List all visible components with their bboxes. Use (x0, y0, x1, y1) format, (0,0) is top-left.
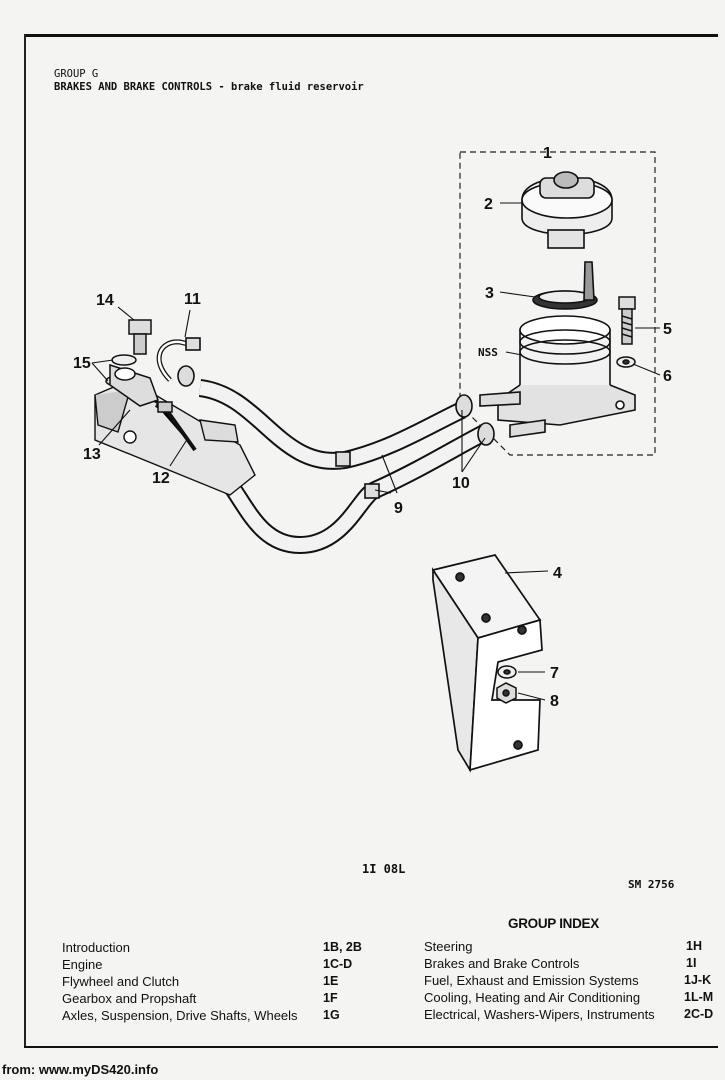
mounting-bracket (431, 554, 543, 773)
group-label: GROUP G (54, 68, 99, 80)
index-item-label: Gearbox and Propshaft (62, 991, 197, 1006)
index-item-code: 1E (323, 974, 339, 988)
master-cylinder-area (94, 379, 256, 496)
frame-bottom-rule (24, 1046, 718, 1048)
index-item-label: Steering (424, 939, 473, 954)
callout-12: 12 (152, 470, 170, 487)
callout-11: 11 (184, 291, 201, 308)
callout-13: 13 (83, 446, 101, 463)
index-item-code: 1J-K (684, 973, 712, 987)
callout-4: 4 (553, 565, 562, 582)
index-item-label: Introduction (62, 940, 130, 955)
exploded-diagram: 1 2 3 4 5 6 7 8 9 10 11 12 13 14 15 NSS (73, 145, 672, 773)
index-item-code: 1F (323, 991, 338, 1005)
index-item-code: 1I (686, 956, 697, 970)
section-title: BRAKES AND BRAKE CONTROLS - brake fluid … (54, 81, 364, 93)
index-item-label: Fuel, Exhaust and Emission Systems (424, 973, 639, 988)
leader-lines (91, 202, 661, 701)
hoses (196, 379, 491, 555)
index-item-label: Flywheel and Clutch (62, 974, 180, 989)
index-item-label: Engine (62, 957, 103, 972)
assembly-dashed-box (459, 151, 656, 456)
index-item-label: Axles, Suspension, Drive Shafts, Wheels (62, 1008, 298, 1023)
index-item-label: Electrical, Washers-Wipers, Instruments (424, 1007, 655, 1022)
bolt-and-washer (616, 296, 636, 368)
sm-reference: SM 2756 (628, 878, 675, 891)
callout-2: 2 (484, 196, 493, 213)
index-item-code: 1C-D (323, 957, 353, 971)
callout-3: 3 (485, 285, 494, 302)
callout-15: 15 (73, 355, 91, 372)
callout-10: 10 (452, 475, 470, 492)
index-item-code: 2C-D (684, 1007, 714, 1021)
frame-left-rule (24, 34, 26, 1048)
callout-5: 5 (663, 321, 672, 338)
index-item-code: 1B, 2B (323, 940, 362, 954)
reservoir-strainer (532, 261, 598, 310)
index-item-code: 1H (686, 939, 702, 953)
index-item-code: 1L-M (684, 990, 714, 1004)
callout-7: 7 (550, 665, 559, 682)
plate-reference: 1I 08L (362, 862, 406, 876)
index-item-label: Brakes and Brake Controls (424, 956, 580, 971)
index-item-label: Cooling, Heating and Air Conditioning (424, 990, 641, 1005)
index-item-code: 1G (323, 1008, 340, 1022)
washer-and-nut (496, 665, 517, 704)
reservoir-body (479, 315, 636, 438)
frame-top-rule (24, 34, 718, 37)
callout-1: 1 (543, 145, 552, 162)
page-header: GROUP G BRAKES AND BRAKE CONTROLS - brak… (54, 68, 364, 94)
source-footer: from: www.myDS420.info (2, 1062, 159, 1077)
banjo-union (105, 319, 197, 452)
callout-8: 8 (550, 693, 559, 710)
brake-pipe (156, 337, 201, 382)
nss-label: NSS (478, 346, 498, 359)
page-frame (24, 34, 718, 1048)
callout-9: 9 (394, 500, 403, 517)
callout-14: 14 (96, 292, 114, 309)
callout-6: 6 (663, 368, 672, 385)
group-index-title: GROUP INDEX (508, 916, 599, 931)
reservoir-cap (521, 171, 613, 249)
